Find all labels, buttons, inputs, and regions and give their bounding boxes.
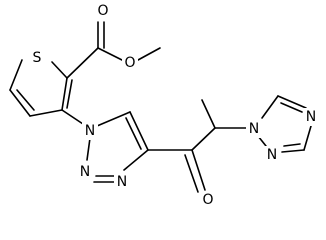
- atom-n-triazole-2: N: [80, 164, 90, 180]
- bond-c4-c5t: [129, 111, 149, 151]
- atom-s: S: [33, 50, 42, 66]
- bond-oether-methyl: [137, 47, 161, 61]
- molecule-diagram: S O O N N N O N N N: [9, 2, 319, 209]
- atom-o-ketone: O: [202, 192, 213, 208]
- bond-c3p-n2p-double: [283, 143, 301, 147]
- atom-o-ester-carbonyl: O: [97, 3, 108, 19]
- bond-c5p-n4p: [277, 95, 307, 109]
- atom-n-triazole-3: N: [117, 174, 127, 190]
- bond-c2-cester: [66, 47, 99, 79]
- bond-c5t-n1: [96, 111, 131, 127]
- atom-n-124triazole-2: N: [267, 147, 277, 163]
- atom-n-124triazole-4: N: [306, 109, 316, 125]
- bond-c4-c5: [9, 89, 31, 117]
- atom-o-ester-ether: O: [124, 55, 135, 71]
- bond-c4-c5-double: [16, 89, 35, 111]
- atom-n-124triazole-1: N: [249, 121, 259, 137]
- bond-c5p-n4p-double: [280, 102, 303, 113]
- bond-ccarbonyl-oketone: [191, 149, 206, 191]
- bond-cch-methyl: [201, 99, 216, 129]
- bond-c2-c3: [61, 77, 68, 111]
- atom-labels-group: S O O N N N O N N N: [29, 2, 319, 209]
- bond-ccarbonyl-cch: [191, 127, 216, 151]
- bond-c2-c3-double: [66, 79, 73, 109]
- bond-s1-c2: [51, 61, 68, 79]
- bond-n1p-c5p: [261, 95, 279, 119]
- bond-c3-n1: [61, 109, 84, 125]
- atom-n-triazole-1: N: [85, 123, 95, 139]
- structure-drawing: S O O N N N O N N N: [9, 2, 319, 209]
- bonds-group: [9, 21, 312, 193]
- bond-ccarbonyl-oketone-double: [184, 154, 199, 193]
- bond-c5-s1: [9, 59, 23, 91]
- bond-n4p-c3p: [303, 125, 312, 151]
- bond-c3p-n2p: [281, 149, 305, 153]
- bond-cester-oether: [97, 47, 123, 61]
- bond-n3-c4: [123, 149, 149, 171]
- bond-c3-c4: [29, 109, 63, 117]
- bond-c4-c5t-double: [125, 117, 142, 150]
- bond-n1-n2: [86, 137, 91, 161]
